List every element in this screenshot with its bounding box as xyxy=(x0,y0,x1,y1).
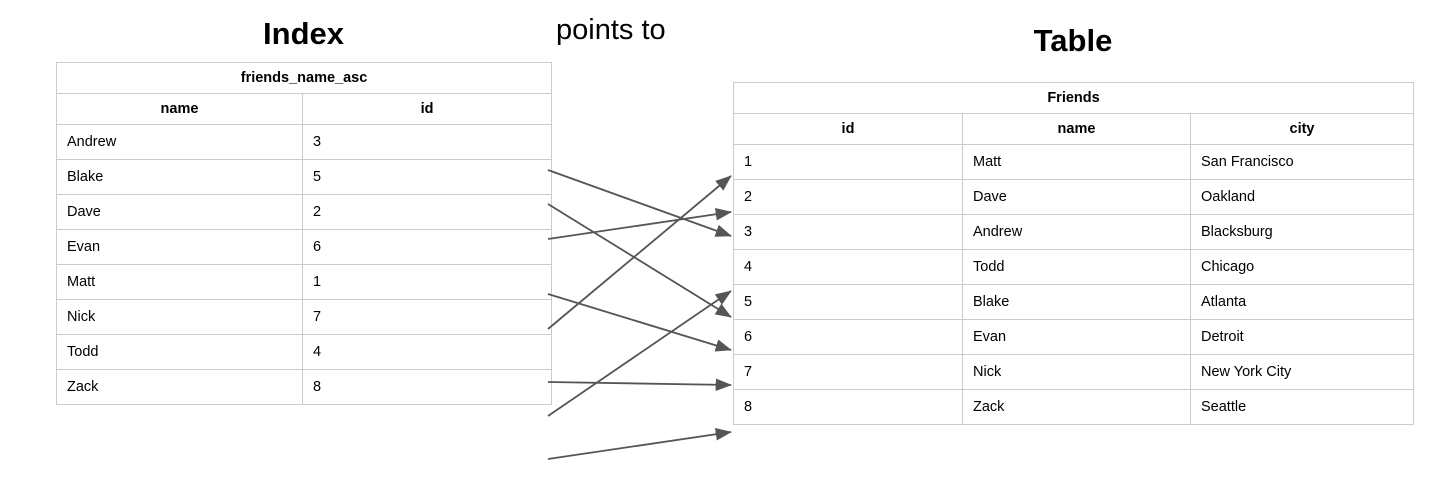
friends-cell-id: 6 xyxy=(733,319,963,355)
table-row: Matt 1 xyxy=(56,264,553,300)
friends-cell-name: Zack xyxy=(962,389,1191,425)
index-cell-id: 8 xyxy=(301,369,553,405)
index-cell-name: Blake xyxy=(56,159,303,195)
friends-table-title-row: Friends xyxy=(732,82,1415,114)
index-cell-name: Andrew xyxy=(56,124,303,160)
table-row: 5 Blake Atlanta xyxy=(733,284,1415,320)
pointer-arrow xyxy=(547,290,732,417)
friends-col-header-name: name xyxy=(962,113,1191,145)
index-heading: Index xyxy=(263,16,344,51)
index-cell-name: Dave xyxy=(56,194,303,230)
pointer-arrow xyxy=(547,378,732,392)
index-cell-name: Zack xyxy=(56,369,303,405)
index-cell-id: 7 xyxy=(301,299,553,335)
table-row: Andrew 3 xyxy=(56,124,553,160)
index-cell-id: 5 xyxy=(301,159,553,195)
table-row: 7 Nick New York City xyxy=(733,354,1415,390)
friends-cell-id: 2 xyxy=(733,179,963,215)
table-row: Zack 8 xyxy=(56,369,553,405)
friends-cell-id: 8 xyxy=(733,389,963,425)
friends-cell-city: Atlanta xyxy=(1189,284,1415,320)
friends-cell-city: Chicago xyxy=(1189,249,1415,285)
friends-table-header-row: id name city xyxy=(733,113,1415,145)
friends-table: Friends id name city 1 Matt San Francisc… xyxy=(732,82,1415,425)
index-table-header-row: name id xyxy=(56,93,553,125)
friends-cell-name: Evan xyxy=(962,319,1191,355)
pointer-arrow xyxy=(547,169,732,237)
table-row: Nick 7 xyxy=(56,299,553,335)
table-row: 3 Andrew Blacksburg xyxy=(733,214,1415,250)
friends-cell-name: Dave xyxy=(962,179,1191,215)
table-row: 4 Todd Chicago xyxy=(733,249,1415,285)
friends-cell-name: Nick xyxy=(962,354,1191,390)
index-cell-name: Matt xyxy=(56,264,303,300)
pointer-arrow xyxy=(547,208,732,240)
index-col-header-name: name xyxy=(56,93,303,125)
index-cell-id: 4 xyxy=(301,334,553,370)
friends-cell-name: Andrew xyxy=(962,214,1191,250)
pointer-arrow xyxy=(547,293,732,352)
friends-col-header-id: id xyxy=(733,113,963,145)
friends-cell-name: Todd xyxy=(962,249,1191,285)
friends-cell-city: New York City xyxy=(1189,354,1415,390)
index-cell-id: 6 xyxy=(301,229,553,265)
friends-cell-name: Matt xyxy=(962,144,1191,180)
table-heading: Table xyxy=(1033,23,1113,58)
friends-cell-city: Seattle xyxy=(1189,389,1415,425)
friends-col-header-city: city xyxy=(1189,113,1415,145)
index-table-title: friends_name_asc xyxy=(55,62,553,94)
pointer-arrow xyxy=(547,203,732,318)
friends-cell-city: Blacksburg xyxy=(1189,214,1415,250)
friends-cell-id: 4 xyxy=(733,249,963,285)
points-to-label: points to xyxy=(556,14,666,46)
table-row: Todd 4 xyxy=(56,334,553,370)
friends-cell-id: 5 xyxy=(733,284,963,320)
friends-cell-name: Blake xyxy=(962,284,1191,320)
table-row: 2 Dave Oakland xyxy=(733,179,1415,215)
index-table: friends_name_asc name id Andrew 3 Blake … xyxy=(55,62,553,405)
table-row: Evan 6 xyxy=(56,229,553,265)
friends-cell-city: Oakland xyxy=(1189,179,1415,215)
pointer-arrow xyxy=(547,175,732,330)
table-row: 6 Evan Detroit xyxy=(733,319,1415,355)
friends-table-title: Friends xyxy=(732,82,1415,114)
table-row: 1 Matt San Francisco xyxy=(733,144,1415,180)
index-cell-name: Todd xyxy=(56,334,303,370)
index-cell-name: Nick xyxy=(56,299,303,335)
table-row: 8 Zack Seattle xyxy=(733,389,1415,425)
friends-cell-id: 7 xyxy=(733,354,963,390)
friends-cell-city: San Francisco xyxy=(1189,144,1415,180)
table-row: Dave 2 xyxy=(56,194,553,230)
friends-cell-id: 3 xyxy=(733,214,963,250)
index-cell-id: 3 xyxy=(301,124,553,160)
index-cell-id: 2 xyxy=(301,194,553,230)
index-table-title-row: friends_name_asc xyxy=(55,62,553,94)
pointer-arrow xyxy=(547,428,732,460)
index-cell-name: Evan xyxy=(56,229,303,265)
friends-cell-city: Detroit xyxy=(1189,319,1415,355)
index-cell-id: 1 xyxy=(301,264,553,300)
table-row: Blake 5 xyxy=(56,159,553,195)
friends-cell-id: 1 xyxy=(733,144,963,180)
index-col-header-id: id xyxy=(301,93,553,125)
